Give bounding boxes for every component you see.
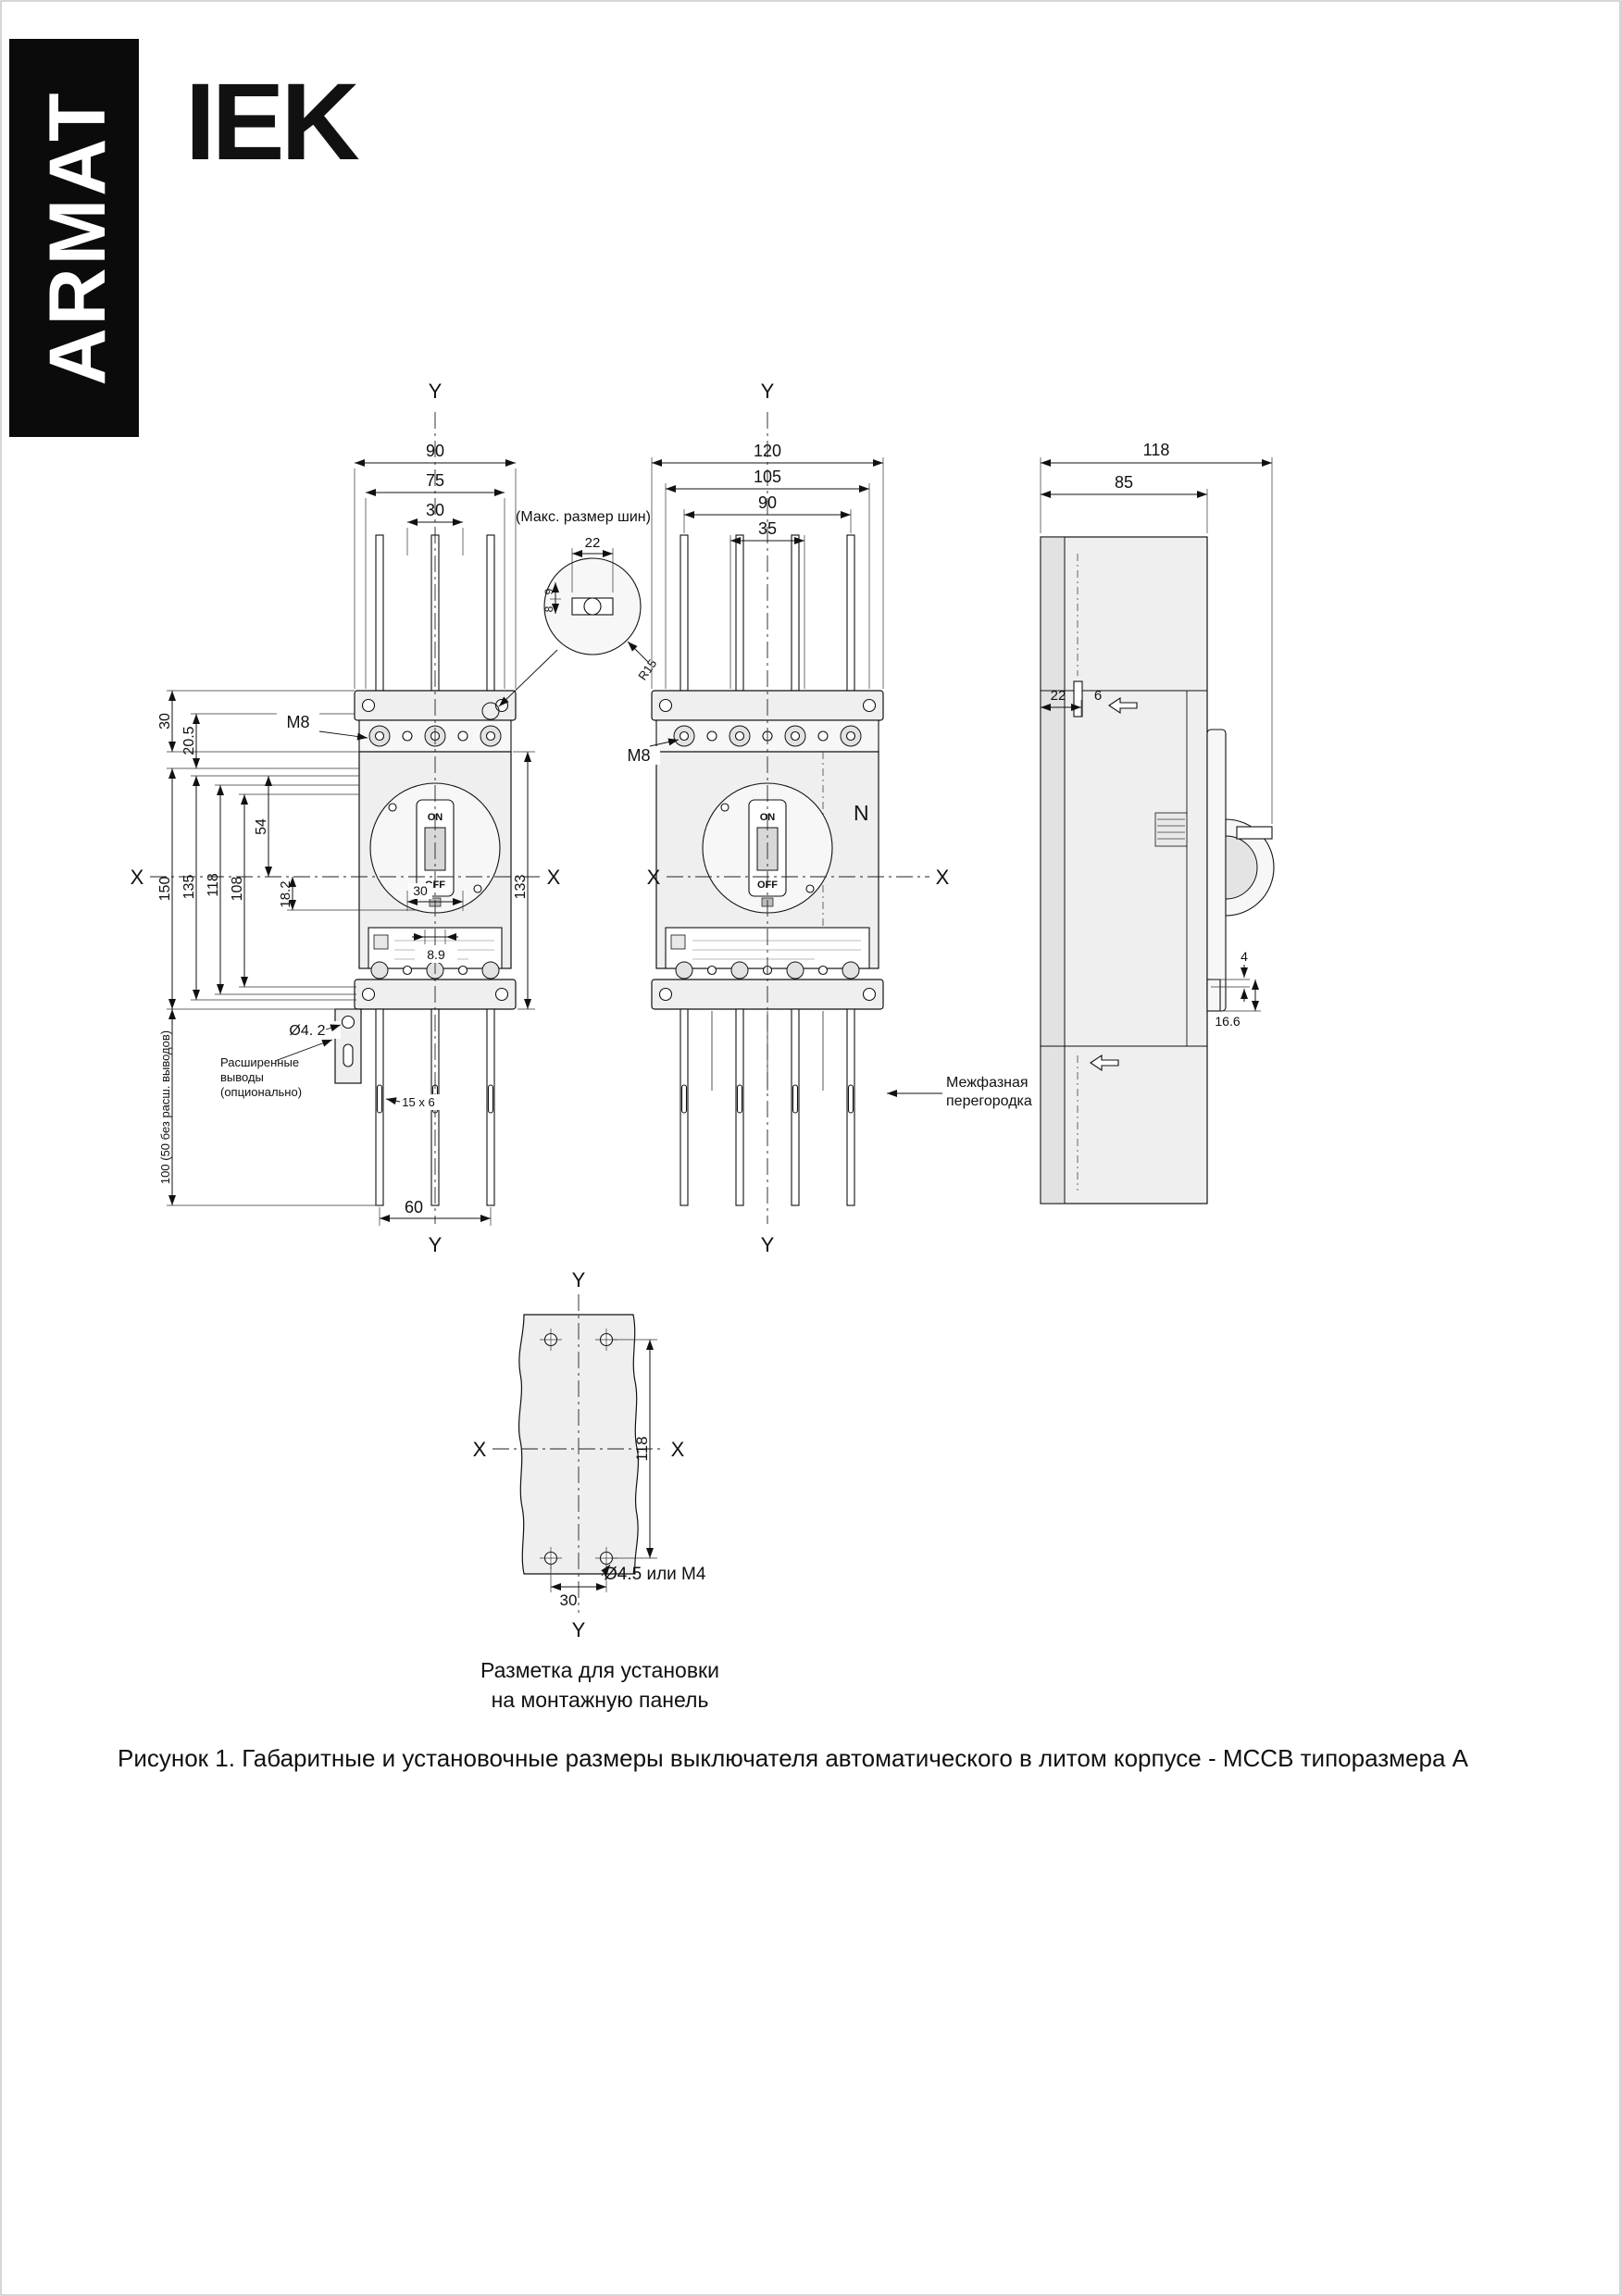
bus-dim-22-label: 22: [585, 535, 601, 551]
dim-slot-15x6-label: 15 x 6: [402, 1095, 434, 1109]
breaker-side-outline: [1040, 536, 1275, 1204]
interphase-barrier-note: Межфазная перегородка: [887, 1075, 1032, 1109]
dim-54-label: 54: [254, 818, 269, 835]
bus-callout-circle: [481, 702, 500, 720]
front-cover-step: [1206, 729, 1227, 1012]
push-direction-arrow-top: [1108, 696, 1138, 715]
front4p-dimension-lines: [652, 459, 883, 544]
bottom-terminal-screws-4p: [675, 961, 860, 980]
dim-150-label: 150: [157, 877, 173, 902]
dim-120-label: 120: [754, 442, 781, 460]
template-hole-label: Ø4.5 или М4: [604, 1565, 706, 1584]
dim-105-label: 105: [754, 468, 781, 486]
grip-ridges: [1154, 812, 1188, 847]
axis-x-left-template: X: [473, 1438, 487, 1461]
axis-y-bottom-3p: Y: [429, 1233, 443, 1256]
bottom-foot: [1206, 979, 1221, 1012]
figure-caption: Рисунок 1. Габаритные и установочные раз…: [118, 1744, 1469, 1772]
dim-6-label: 6: [1094, 688, 1102, 704]
bus-size-detail: (Макс. размер шин) 22 9 8 R15: [481, 509, 659, 720]
ext-note-line3: (опционально): [220, 1085, 302, 1099]
extended-terminals-note: Расширенные выводы (опционально): [220, 1039, 333, 1099]
dim-60-label: 60: [405, 1198, 423, 1217]
side-body: [1040, 536, 1208, 1204]
push-direction-arrow-bottom: [1090, 1054, 1119, 1072]
brand-background: [9, 39, 139, 437]
side-dimension-lines: [1041, 459, 1272, 1011]
template-caption-line1: Разметка для установки: [480, 1658, 719, 1682]
dim-4-label: 4: [1241, 949, 1248, 964]
front4p-extension-lines: [651, 457, 884, 689]
m8-label-3p: M8: [286, 713, 309, 731]
dim-30-template-label: 30: [560, 1591, 578, 1609]
mounting-template: 118 30 Ø4.5 или М4 Y Y X X Разметка для …: [473, 1268, 719, 1712]
mounting-plane: [1040, 536, 1066, 1204]
side-view: 118 85 22 6 4 16.6: [1040, 441, 1275, 1204]
bus-dim-8-label: 8: [542, 605, 555, 612]
panel-cutout-tab: [1073, 680, 1083, 718]
breaker-outline-4p: N ON OFF: [651, 534, 884, 1206]
dim-hole-4-2-label: Ø4. 2: [289, 1023, 325, 1039]
front-view-4p: N ON OFF: [617, 380, 1032, 1256]
bus-hole: [583, 597, 602, 616]
dim-8-9-label: 8.9: [427, 947, 445, 962]
axis-x-right-3p: X: [547, 866, 561, 889]
handle-lever: [1236, 826, 1273, 840]
axis-y-top-4p: Y: [761, 380, 775, 403]
dim-35-label: 35: [758, 519, 777, 538]
dim-118-label: 118: [206, 873, 221, 897]
axis-x-left-4p: X: [647, 866, 661, 889]
axis-y-top-template: Y: [572, 1268, 586, 1292]
axis-x-right-4p: X: [936, 866, 950, 889]
dim-30-top-label: 30: [426, 501, 444, 519]
bus-note-label: (Макс. размер шин): [516, 509, 651, 525]
dim-133-label: 133: [513, 875, 529, 900]
template-caption-line2: на монтажную панель: [492, 1688, 709, 1712]
brand-vertical-text: ARMAT: [33, 90, 122, 385]
dim-22-label: 22: [1051, 688, 1066, 704]
front3p-dimension-lines: [168, 459, 531, 1222]
front-view-3p: ON OFF: [131, 380, 660, 1256]
dim-135-label: 135: [181, 875, 197, 900]
partition-line2: перегородка: [946, 1093, 1032, 1109]
dim-20-5-label: 20.5: [181, 726, 197, 755]
dim-108-label: 108: [230, 877, 245, 902]
axis-y-bottom-template: Y: [572, 1618, 586, 1641]
dim-90-4p-label: 90: [758, 493, 777, 512]
axis-y-top-3p: Y: [429, 380, 443, 403]
bus-r15-label: R15: [635, 656, 659, 682]
axis-x-left-3p: X: [131, 866, 144, 889]
neutral-pole-label: N: [854, 801, 869, 825]
dim-85-label: 85: [1115, 473, 1133, 492]
dim-100-label: 100 (50 без расш. выводов): [158, 1030, 172, 1184]
dim-30-handle-label: 30: [413, 883, 428, 898]
brand-panel: ARMAT: [9, 39, 139, 437]
iek-logo: IEK: [185, 61, 359, 183]
ext-note-line2: выводы: [220, 1070, 264, 1084]
dim-118-template-label: 118: [633, 1436, 651, 1461]
dim-75-label: 75: [426, 471, 444, 490]
dim-118-side-label: 118: [1143, 441, 1170, 459]
dim-16-6-label: 16.6: [1215, 1014, 1240, 1029]
dim-18-2-label: 18.2: [278, 880, 293, 907]
m8-label-4p: M8: [627, 746, 650, 765]
ext-note-line1: Расширенные: [220, 1055, 299, 1069]
axis-x-right-template: X: [671, 1438, 685, 1461]
partition-line1: Межфазная: [946, 1075, 1029, 1091]
axis-y-bottom-4p: Y: [761, 1233, 775, 1256]
bus-dim-9-label: 9: [542, 588, 555, 594]
dim-90-label: 90: [426, 442, 444, 460]
dim-30-left-label: 30: [157, 713, 173, 730]
